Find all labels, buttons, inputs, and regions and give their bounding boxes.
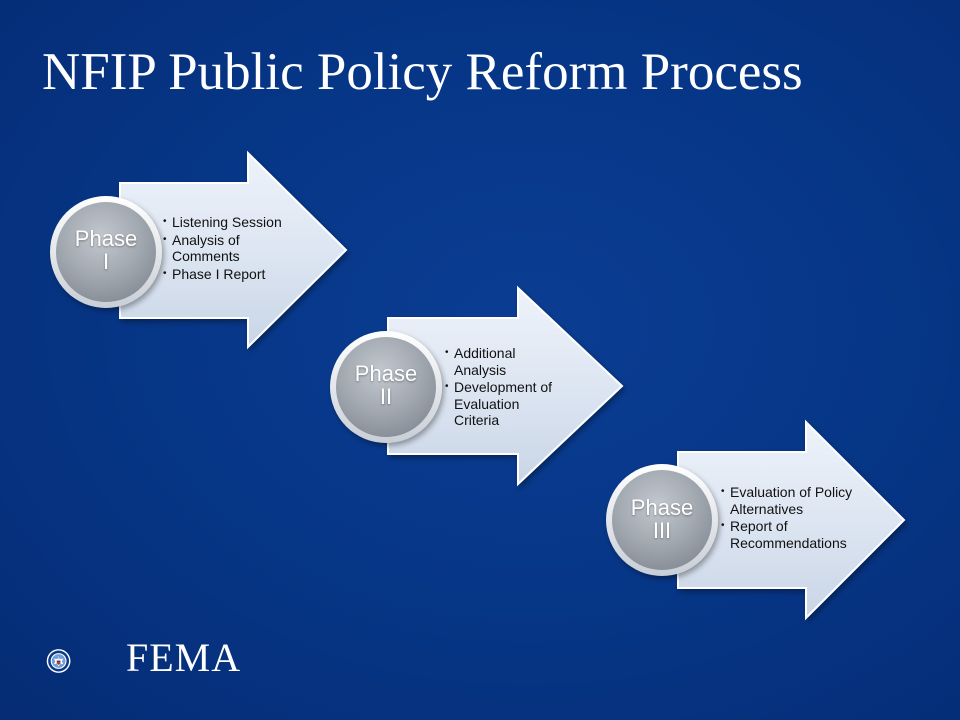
phase-2-label-line2: II [379,384,393,409]
phase-2-label-line1: Phase [354,361,418,386]
phase-2-label: Phase II [341,362,431,408]
dhs-seal-icon [46,649,71,673]
list-item: Analysis of Comments [163,232,303,265]
list-item: Phase I Report [163,266,303,283]
phase-1-label: Phase I [61,227,151,273]
phase-3-label: Phase III [617,496,707,542]
phase-3-circle [606,464,718,576]
list-item: Development of Evaluation Criteria [445,379,557,429]
phase-2-bullets: Additional Analysis Development of Evalu… [445,345,557,430]
phase-3-label-line1: Phase [630,495,694,520]
phase-2-circle [330,331,442,443]
phase-1-bullets: Listening Session Analysis of Comments P… [163,214,303,283]
fema-logo-text: FEMA [126,635,242,680]
phase-1-label-line1: Phase [74,226,138,251]
list-item: Listening Session [163,214,303,231]
phase-1-label-line2: I [102,249,110,274]
phase-3-bullets: Evaluation of Policy Alternatives Report… [721,484,877,552]
list-item: Additional Analysis [445,345,557,378]
slide-title: NFIP Public Policy Reform Process [42,43,803,101]
phase-3-label-line2: III [652,518,672,543]
list-item: Evaluation of Policy Alternatives [721,484,877,517]
list-item: Report of Recommendations [721,518,877,551]
phase-1-circle [50,196,162,308]
